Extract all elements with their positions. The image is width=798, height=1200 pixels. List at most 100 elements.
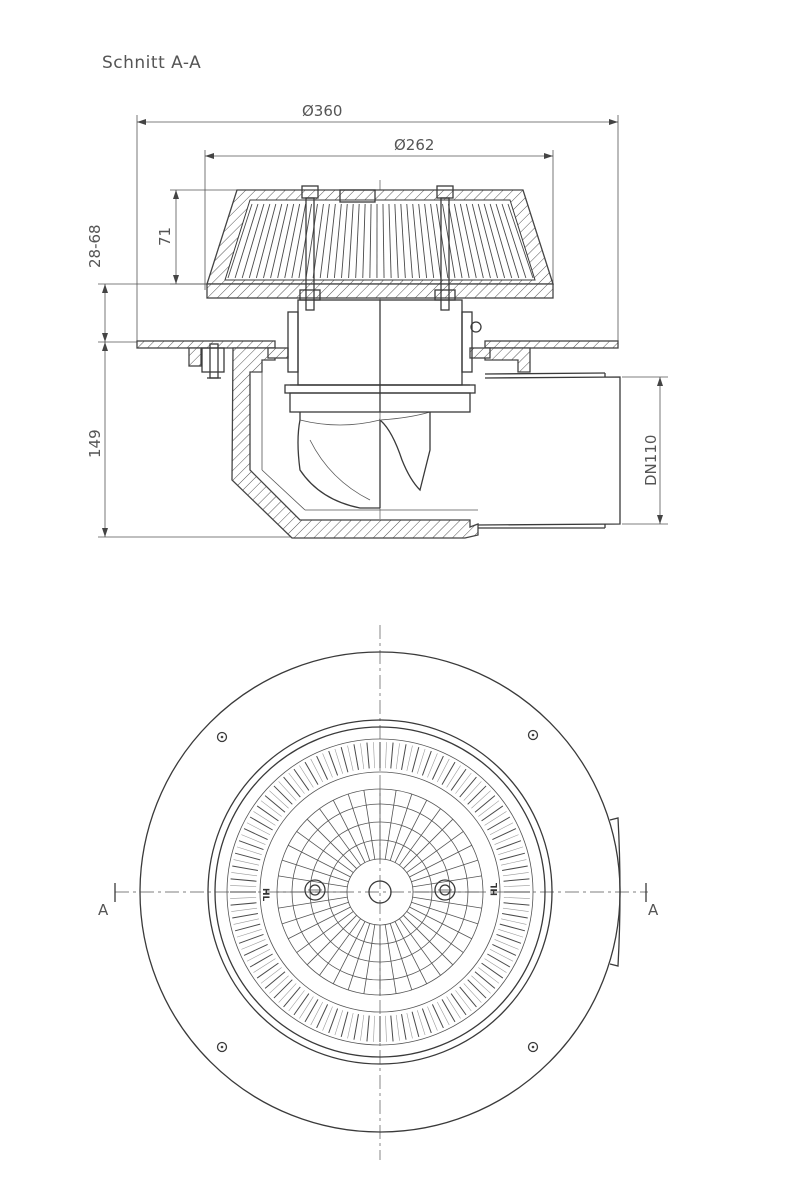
grate-slot xyxy=(243,828,268,841)
dimension-adjust-range: 28-68 xyxy=(86,224,215,342)
outer-diameter-label: Ø360 xyxy=(302,102,342,120)
grate-spoke xyxy=(403,915,454,966)
grate-slat xyxy=(312,203,324,279)
grate-slat xyxy=(453,203,470,279)
grate-spoke xyxy=(409,906,472,940)
grate-slot xyxy=(304,761,319,785)
grate-slat xyxy=(418,203,428,279)
grate-slot-edge xyxy=(427,753,438,778)
grate-spoke xyxy=(412,896,482,909)
grate-slot xyxy=(487,953,511,968)
grate-slot-edge xyxy=(322,1006,333,1031)
grate-slot xyxy=(238,933,264,944)
riser-tube xyxy=(267,299,491,413)
grate-slat xyxy=(448,203,463,279)
grate-slat xyxy=(465,203,484,279)
grate-slot-edge xyxy=(489,948,514,962)
grate-spoke xyxy=(399,808,441,866)
section-marker-left: A xyxy=(98,883,116,919)
grate-slot-edge xyxy=(484,958,507,973)
grate-slat xyxy=(270,203,289,279)
grate-slot xyxy=(293,768,310,791)
grate-slot xyxy=(481,805,504,822)
grate-label-left: HL xyxy=(260,888,270,902)
grate-slot xyxy=(340,1011,349,1038)
grate-slat xyxy=(255,203,277,279)
grate-slot-edge xyxy=(385,1015,387,1042)
grate-slot xyxy=(499,923,526,932)
grate-slot xyxy=(450,768,467,791)
grate-slot-edge xyxy=(427,1006,438,1031)
grate-slot-edge xyxy=(395,743,400,770)
grate-slat xyxy=(341,203,348,279)
grate-slat xyxy=(483,203,506,279)
grate-slot-edge xyxy=(463,983,482,1003)
grate-slot-edge xyxy=(436,758,450,783)
grate-slot xyxy=(502,865,528,871)
grate-slot-edge xyxy=(455,990,472,1012)
grate-slot xyxy=(467,785,487,805)
grate-slot-edge xyxy=(241,834,266,845)
grate-slot xyxy=(421,1008,432,1034)
grate-slat xyxy=(348,203,354,279)
grate-slat xyxy=(501,203,527,279)
grate-slot-edge xyxy=(299,996,314,1019)
grate-rim-outer xyxy=(207,719,553,1065)
grate-spoke xyxy=(363,924,376,994)
grate-slot xyxy=(353,744,359,770)
grate-spoke xyxy=(319,918,361,976)
grate-height-label: 71 xyxy=(156,227,174,246)
grate-slot xyxy=(304,999,319,1023)
grate-spoke xyxy=(319,808,361,866)
grate-slot xyxy=(283,986,301,1008)
grate-slot-edge xyxy=(347,745,354,772)
grate-slot-edge xyxy=(503,885,530,887)
grate-slot xyxy=(496,933,522,944)
flange-screw xyxy=(527,1041,539,1053)
flange-plate xyxy=(136,340,619,349)
grate-slot-edge xyxy=(241,939,266,950)
grate-slot xyxy=(459,986,477,1008)
grate-slot xyxy=(503,902,530,906)
grate-slot-edge xyxy=(484,811,507,826)
grate-slot-edge xyxy=(503,897,530,899)
grate-label-right: HL xyxy=(490,882,500,896)
grate-slot-edge xyxy=(463,781,482,801)
grate-slot xyxy=(487,816,511,831)
grate-spoke xyxy=(399,918,441,976)
grate-slot-edge xyxy=(471,975,491,994)
dimension-pipe-size: DN110 xyxy=(622,376,668,525)
grate-spoke xyxy=(411,901,479,925)
grate-slot xyxy=(390,742,394,769)
grate-slot xyxy=(249,953,273,968)
grate-slat xyxy=(241,203,265,279)
grate-spoke xyxy=(332,921,366,984)
dimension-inner-diameter: Ø262 xyxy=(204,136,554,290)
grate-slot-edge xyxy=(406,1012,413,1039)
grate-slot-edge xyxy=(471,790,491,809)
grate-spoke xyxy=(389,793,413,861)
grate-slot-edge xyxy=(498,846,524,855)
grate-slat xyxy=(333,203,342,279)
grate-slot xyxy=(256,962,279,979)
grate-slat xyxy=(227,203,253,279)
grate-slot-edge xyxy=(310,758,324,783)
grate-slat xyxy=(362,203,366,279)
grate-slat xyxy=(436,203,449,279)
grate-slot xyxy=(283,776,301,798)
grate-slot xyxy=(474,795,496,813)
flange-bolt xyxy=(188,343,225,379)
grate-slot xyxy=(234,852,261,861)
grate-slot xyxy=(431,755,444,780)
grate-slat xyxy=(305,203,318,279)
grate-slot xyxy=(474,971,496,989)
grate-slat xyxy=(394,203,399,279)
grate-slot-edge xyxy=(446,996,461,1019)
grate-slat xyxy=(298,203,312,279)
grate-slot-edge xyxy=(288,990,305,1012)
grate-fastener-right xyxy=(434,879,456,901)
grate-slat xyxy=(406,203,413,279)
grate-slot xyxy=(243,943,268,956)
grate-rim-inner xyxy=(214,726,546,1058)
